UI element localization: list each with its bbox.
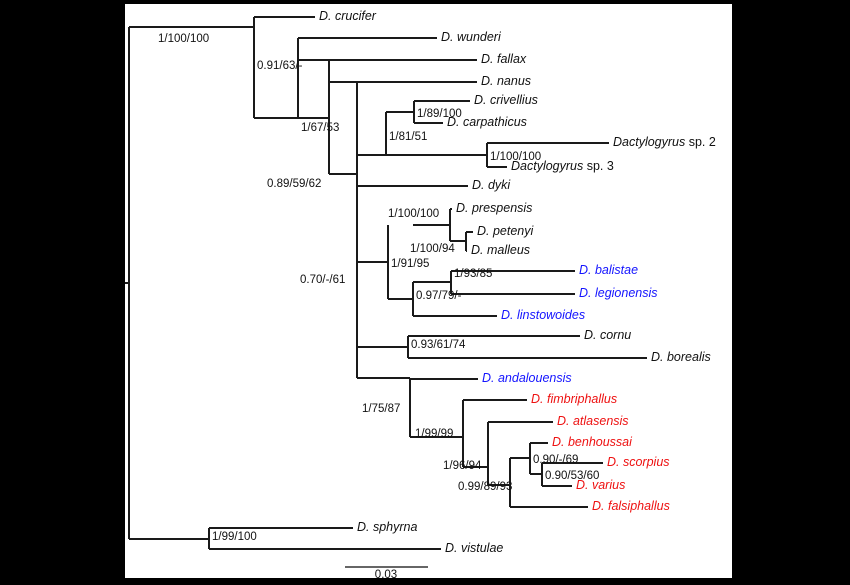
taxon-label-6: Dactylogyrus sp. 2 <box>613 135 716 149</box>
support-value-n-presp-clade: 1/100/100 <box>388 208 439 220</box>
phylogenetic-tree-svg: 1/100/100 0.91/63/- 1/67/53 0.89/59/62 1/89/… <box>125 9 716 578</box>
tree-branches <box>125 16 647 550</box>
taxon-label-7: Dactylogyrus sp. 3 <box>511 159 614 173</box>
taxon-label-2: D. fallax <box>481 52 527 66</box>
support-value-n-linsto: 0.97/79/- <box>416 290 462 302</box>
taxon-label-13: D. legionensis <box>579 286 658 300</box>
taxon-label-20: D. benhoussai <box>552 435 633 449</box>
taxon-label-12: D. balistae <box>579 263 638 277</box>
taxon-label-16: D. borealis <box>651 350 711 364</box>
taxon-label-21: D. scorpius <box>607 455 670 469</box>
support-value-n-benhou: 0.90/-/69 <box>533 454 578 466</box>
taxon-label-25: D. vistulae <box>445 541 503 555</box>
support-value-n-sphyrna: 1/99/100 <box>212 531 257 543</box>
taxon-label-15: D. cornu <box>584 328 631 342</box>
taxon-label-11: D. malleus <box>471 243 530 257</box>
support-value-n-dactylo23: 1/100/100 <box>490 151 541 163</box>
support-value-n-fallax-clade: 1/67/53 <box>301 122 339 134</box>
taxon-label-17: D. andalouensis <box>482 371 572 385</box>
support-value-n-andal-clade: 1/75/87 <box>362 403 400 415</box>
taxon-label-10: D. petenyi <box>477 224 535 238</box>
taxon-label-22: D. varius <box>576 478 625 492</box>
scale-bar-label: 0.03 <box>375 569 397 578</box>
support-value-n-carpathicus: 1/81/51 <box>389 131 427 143</box>
taxon-labels: D. crucifer D. wunderi D. fallax D. nanusD.… <box>319 9 716 555</box>
support-value-n-fimbri: 1/99/99 <box>415 428 453 440</box>
support-value-n-wunderi-clade: 0.91/63/- <box>257 60 303 72</box>
support-value-n-cornu: 0.93/61/74 <box>411 339 466 351</box>
support-value-n-falsi: 0.99/89/93 <box>458 481 512 493</box>
taxon-label-24: D. sphyrna <box>357 520 417 534</box>
taxon-label-19: D. atlasensis <box>557 414 629 428</box>
support-value-n-prespensis: 1/100/94 <box>410 243 455 255</box>
support-value-n-dyki-clade: 0.70/-/61 <box>300 274 345 286</box>
taxon-label-14: D. linstowoides <box>501 308 585 322</box>
taxon-label-5: D. carpathicus <box>447 115 527 129</box>
tree-canvas: 1/100/100 0.91/63/- 1/67/53 0.89/59/62 1/89/… <box>125 4 732 578</box>
taxon-label-8: D. dyki <box>472 178 511 192</box>
taxon-label-0: D. crucifer <box>319 9 377 23</box>
support-value-n-crucifer-clade: 1/100/100 <box>158 33 209 45</box>
support-value-n-balistae: 1/93/85 <box>454 268 492 280</box>
taxon-label-9: D. prespensis <box>456 201 532 215</box>
taxon-label-3: D. nanus <box>481 74 531 88</box>
support-value-n-atlas: 1/96/94 <box>443 460 482 472</box>
support-value-n-big-blue: 1/91/95 <box>391 258 429 270</box>
support-value-n-nanus-clade: 0.89/59/62 <box>267 178 321 190</box>
taxon-label-23: D. falsiphallus <box>592 499 670 513</box>
support-value-n-scorpius: 0.90/53/60 <box>545 470 599 482</box>
taxon-label-1: D. wunderi <box>441 30 502 44</box>
taxon-label-4: D. crivellius <box>474 93 538 107</box>
support-value-n-crivellius: 1/89/100 <box>417 108 462 120</box>
support-values: 1/100/100 0.91/63/- 1/67/53 0.89/59/62 1/89/… <box>158 33 599 543</box>
taxon-label-18: D. fimbriphallus <box>531 392 617 406</box>
scale-bar: 0.03 <box>345 566 428 578</box>
